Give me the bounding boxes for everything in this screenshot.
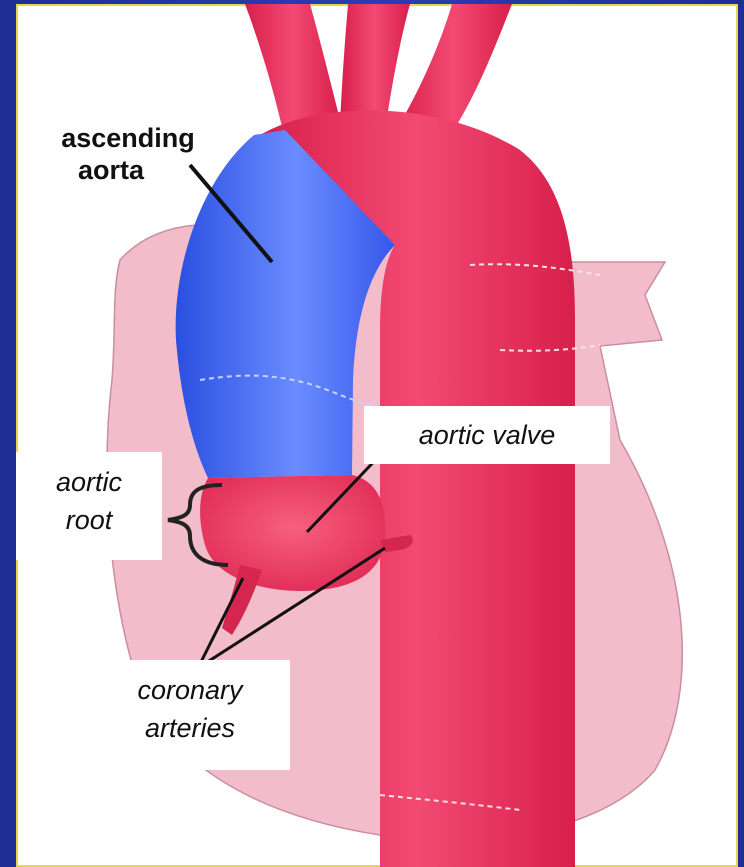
label-ascending-aorta-line2: aorta — [28, 154, 228, 186]
label-coronary-line1: coronary — [90, 674, 290, 706]
label-ascending-aorta-line1: ascending — [28, 122, 228, 154]
label-aortic-valve: aortic valve — [364, 406, 610, 464]
label-coronary-arteries: coronary arteries — [90, 660, 290, 770]
label-ascending-aorta: ascending aorta — [28, 122, 228, 186]
label-aortic-valve-text: aortic valve — [419, 420, 556, 450]
label-aortic-root-line1: aortic — [16, 466, 162, 498]
label-aortic-root-line2: root — [16, 498, 162, 536]
label-coronary-line2: arteries — [90, 706, 290, 744]
label-aortic-root: aortic root — [16, 452, 162, 560]
